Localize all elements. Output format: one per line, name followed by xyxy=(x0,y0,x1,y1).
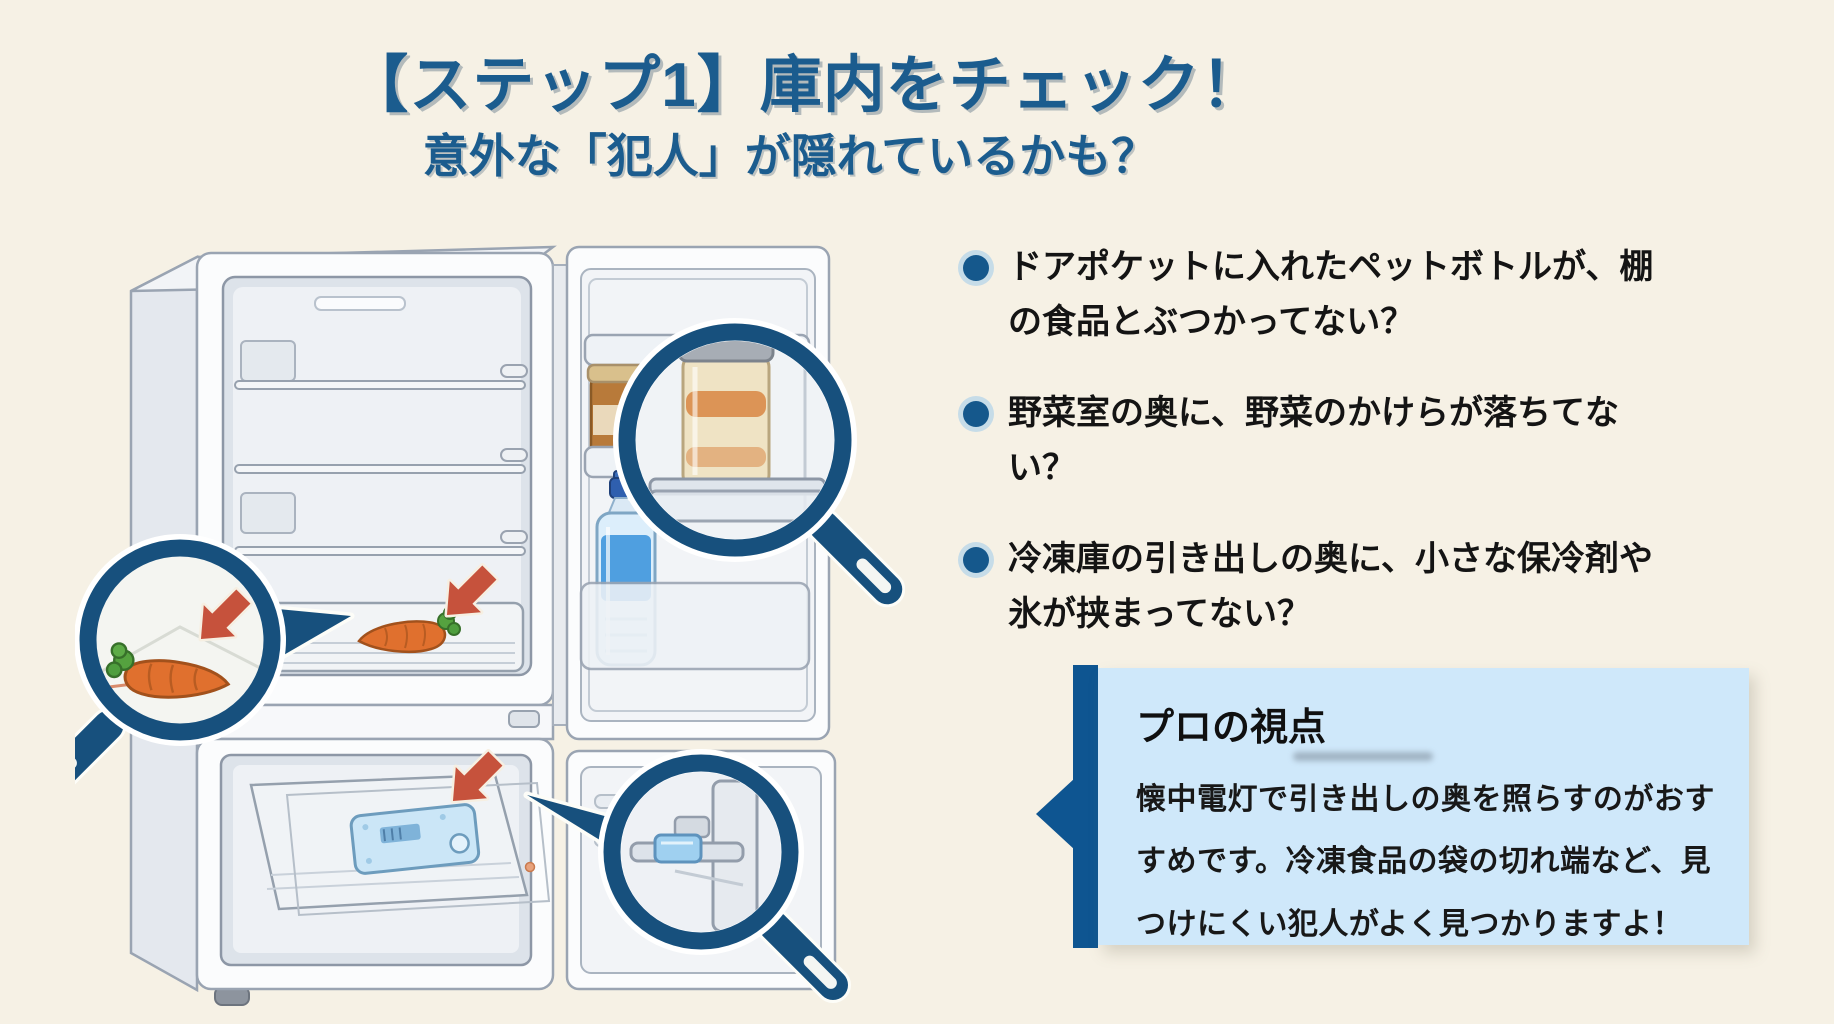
interior-light xyxy=(314,296,406,311)
checklist-item-text: 野菜室の奥に、野菜のかけらが落ちてない？ xyxy=(1008,394,1619,488)
checklist-item: 冷凍庫の引き出しの奥に、小さな保冷剤や氷が挟まってない？ xyxy=(963,532,1668,642)
magnifier-carrot-icon xyxy=(75,534,355,806)
page-subtitle: 意外な「犯人」が隠れているかも？ xyxy=(422,130,1158,182)
ice-piece-zoomed xyxy=(653,833,703,864)
callout-box: プロの視点 懐中電灯で引き出しの奥を照らすのがおすすめです。冷凍食品の袋の切れ端… xyxy=(1098,668,1749,945)
callout-heading: プロの視点 xyxy=(1136,707,1327,749)
erased-text-smudge xyxy=(1293,752,1433,761)
fridge-interior xyxy=(221,275,533,677)
freezer-drawer xyxy=(249,743,551,917)
jar-zoomed xyxy=(677,341,775,489)
freezer-compartment xyxy=(195,737,555,991)
checklist-item: 野菜室の奥に、野菜のかけらが落ちてない？ xyxy=(963,386,1668,496)
bullet-dot-icon xyxy=(963,401,989,428)
checklist: ドアポケットに入れたペットボトルが、棚の食品とぶつかってない？ 野菜室の奥に、野… xyxy=(963,240,1663,642)
refrigerator-illustration xyxy=(75,245,905,1006)
checklist-item-text: ドアポケットに入れたペットボトルが、棚の食品とぶつかってない？ xyxy=(1008,248,1654,342)
callout-body: 懐中電灯で引き出しの奥を照らすのがおすすめです。冷凍食品の袋の切れ端など、見つけ… xyxy=(1136,783,1715,941)
ice-pack xyxy=(349,803,481,875)
crumb xyxy=(524,861,536,873)
door-pocket xyxy=(579,581,811,671)
checklist-item: ドアポケットに入れたペットボトルが、棚の食品とぶつかってない？ xyxy=(963,240,1668,350)
page-title: 【ステップ1】庫内をチェック！ xyxy=(346,51,1264,120)
magnifier-ice-icon xyxy=(523,749,852,1004)
callout-accent-bar xyxy=(1073,665,1098,948)
callout-tail xyxy=(1036,778,1075,850)
bullet-dot-icon xyxy=(963,255,989,281)
checklist-item-text: 冷凍庫の引き出しの奥に、小さな保冷剤や氷が挟まってない？ xyxy=(1008,540,1653,634)
bullet-dot-icon xyxy=(963,547,989,574)
magnifier-jar-icon xyxy=(613,318,905,608)
pro-tip-callout: プロの視点 懐中電灯で引き出しの奥を照らすのがおすすめです。冷凍食品の袋の切れ端… xyxy=(1036,665,1749,948)
